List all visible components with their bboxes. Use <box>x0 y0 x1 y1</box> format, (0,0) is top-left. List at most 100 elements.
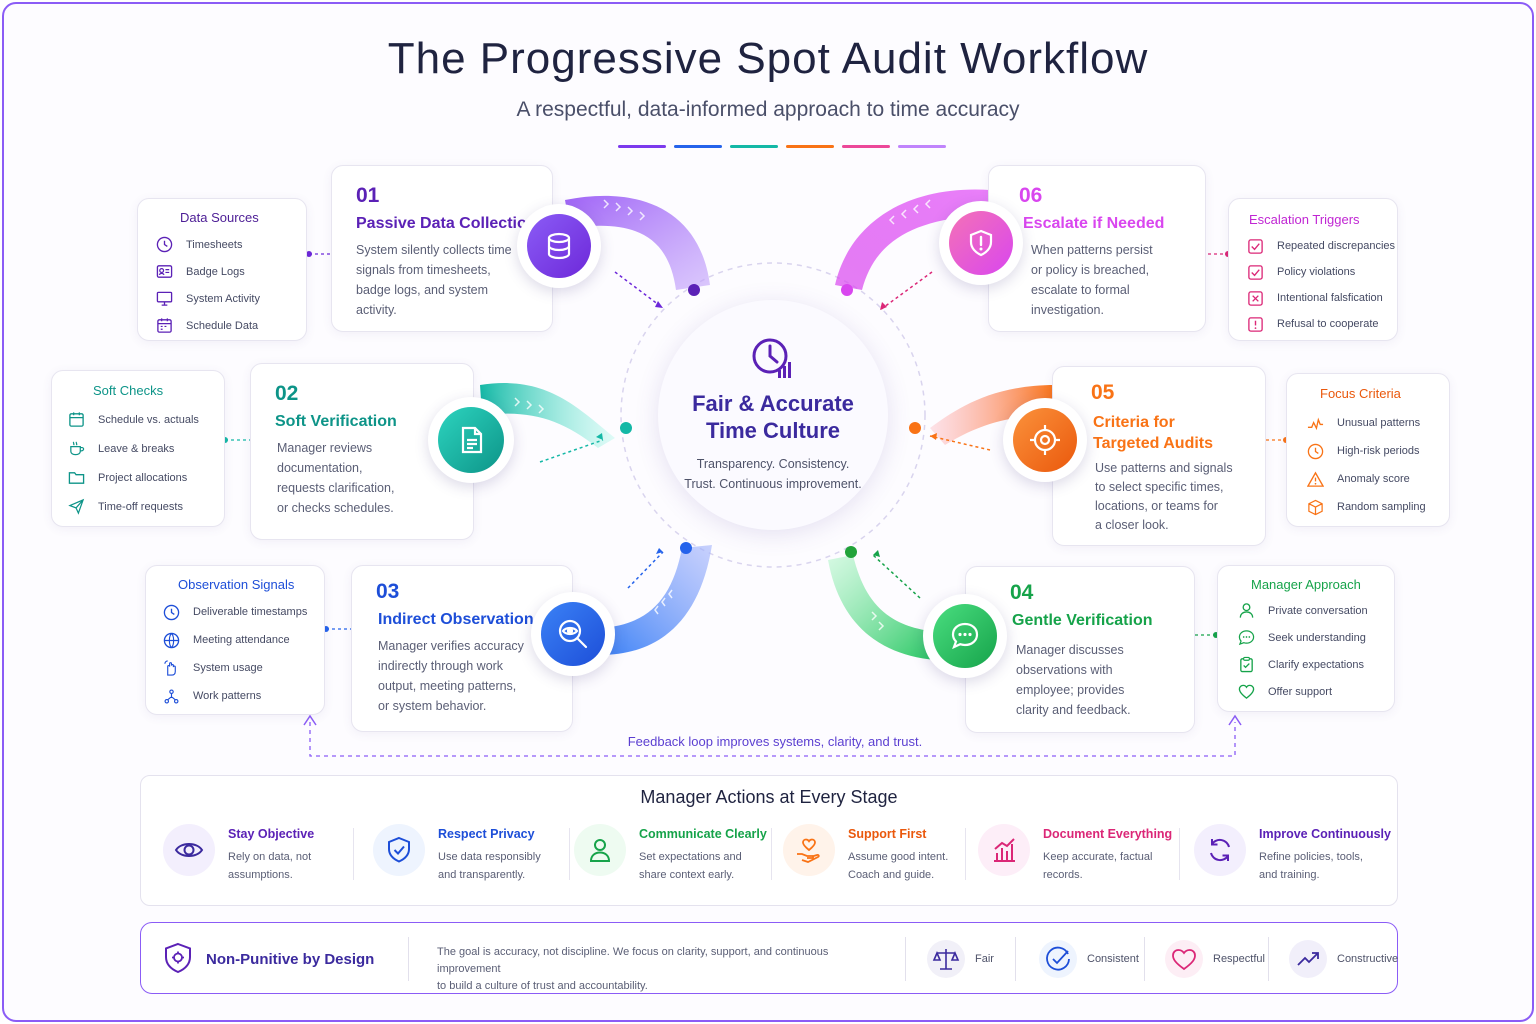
list-item: Schedule vs. actuals <box>66 405 199 434</box>
shield-alert-icon <box>969 229 993 257</box>
cube-icon <box>1307 499 1323 515</box>
check-circle-icon <box>1046 946 1070 971</box>
list-item: Deliverable timestamps <box>161 598 307 626</box>
page-subtitle: A respectful, data-informed approach to … <box>516 98 1020 121</box>
non-punitive-title: Non-Punitive by Design <box>206 951 375 968</box>
escalation-triggers-card: Escalation Triggers Repeated discrepanci… <box>1228 198 1398 341</box>
eye-icon <box>174 843 204 857</box>
pulse-icon <box>1307 416 1323 430</box>
manager-actions-panel: Manager Actions at Every Stage Stay Obje… <box>140 775 1398 906</box>
list-item: Policy violations <box>1245 259 1395 285</box>
check-square-icon <box>1247 238 1263 254</box>
badge-icon <box>156 265 172 278</box>
calendar-icon <box>68 412 84 427</box>
side-title: Soft Checks <box>93 383 164 398</box>
clock-icon <box>1307 443 1323 459</box>
step-title: Gentle Verification <box>1012 612 1153 629</box>
step-02-icon <box>428 397 514 483</box>
non-punitive-text: The goal is accuracy, not discipline. We… <box>437 946 829 992</box>
step-06-card: 06 Escalate if Needed When patterns pers… <box>988 165 1206 332</box>
trend-up-icon <box>1297 952 1319 966</box>
step-05-icon <box>1003 398 1087 482</box>
clock-chart-icon <box>752 338 791 378</box>
actions-title: Manager Actions at Every Stage <box>640 787 898 807</box>
list-item: Badge Logs <box>154 258 260 285</box>
list-item: System Activity <box>154 285 260 312</box>
manager-approach-card: Manager Approach Private conversation Se… <box>1217 565 1395 712</box>
step-01-icon <box>517 204 601 288</box>
action-name: Document Everything <box>1043 827 1173 841</box>
badge-respectful: Respectful <box>1165 937 1265 981</box>
list-item: Schedule Data <box>154 312 260 339</box>
hand-pointer-icon <box>163 659 176 676</box>
step-04-icon <box>923 594 1007 678</box>
step-04-card: 04 Gentle Verification Manager discusses… <box>965 566 1195 733</box>
list-item: Leave & breaks <box>66 434 199 463</box>
list-item: Project allocations <box>66 463 199 492</box>
step-title: Indirect Observation <box>378 611 534 628</box>
step-03-icon <box>531 592 615 676</box>
chat-bubble-icon <box>951 622 979 650</box>
badge-fair: Fair <box>927 937 994 981</box>
list-item: Intentional falsfication <box>1245 285 1395 311</box>
list-item: Unusual patterns <box>1305 409 1426 437</box>
list-item: Random sampling <box>1305 493 1426 521</box>
network-icon <box>164 689 178 703</box>
step-title: Escalate if Needed <box>1023 215 1165 232</box>
step-01-card: 01 Passive Data Collection System silent… <box>331 165 553 332</box>
list-item: Work patterns <box>161 682 307 710</box>
bar-chart-icon <box>994 838 1015 862</box>
action-desc: Refine policies, tools,and training. <box>1259 851 1363 881</box>
person-icon <box>589 839 611 862</box>
globe-icon <box>163 632 179 648</box>
observation-signals-card: Observation Signals Deliverable timestam… <box>145 565 325 715</box>
list-item: Clarify expectations <box>1236 651 1368 678</box>
list-item: System usage <box>161 654 307 682</box>
x-square-icon <box>1247 290 1263 306</box>
list-item: Repeated discrepancies <box>1245 233 1395 259</box>
color-bars <box>618 145 946 148</box>
side-title: Data Sources <box>180 210 259 225</box>
side-title: Observation Signals <box>178 577 295 592</box>
side-title: Focus Criteria <box>1320 386 1401 401</box>
heart-icon <box>1172 949 1196 971</box>
side-title: Escalation Triggers <box>1249 212 1360 227</box>
step-06-icon <box>939 201 1023 285</box>
list-item: Timesheets <box>154 231 260 258</box>
shield-check-icon <box>388 836 410 863</box>
alert-square-icon <box>1247 316 1263 332</box>
chat-icon <box>1238 630 1254 646</box>
page-title: The Progressive Spot Audit Workflow <box>387 34 1149 83</box>
database-icon <box>547 232 571 260</box>
soft-checks-card: Soft Checks Schedule vs. actuals Leave &… <box>51 370 225 527</box>
clock-icon <box>163 604 179 620</box>
document-icon <box>461 426 483 454</box>
center-subtitle: Transparency. Consistency.Trust. Continu… <box>684 457 862 491</box>
step-number: 02 <box>275 382 299 405</box>
target-icon <box>1030 425 1060 455</box>
step-title: Soft Verification <box>275 413 397 430</box>
shield-gear-icon <box>165 942 191 974</box>
step-number: 01 <box>356 184 380 207</box>
action-desc: Assume good intent.Coach and guide. <box>848 851 949 881</box>
list-item: Private conversation <box>1236 597 1368 624</box>
feedback-loop-label: Feedback loop improves systems, clarity,… <box>627 734 923 749</box>
folder-icon <box>68 472 84 484</box>
heart-icon <box>1238 684 1254 699</box>
action-name: Stay Objective <box>228 827 315 841</box>
list-item: Offer support <box>1236 678 1368 705</box>
non-punitive-panel: Non-Punitive by Design The goal is accur… <box>140 922 1398 994</box>
monitor-icon <box>156 291 172 306</box>
action-name: Communicate Clearly <box>639 827 767 841</box>
coffee-icon <box>69 441 84 456</box>
step-number: 03 <box>376 580 400 603</box>
data-sources-card: Data Sources Timesheets Badge Logs Syste… <box>137 198 307 341</box>
